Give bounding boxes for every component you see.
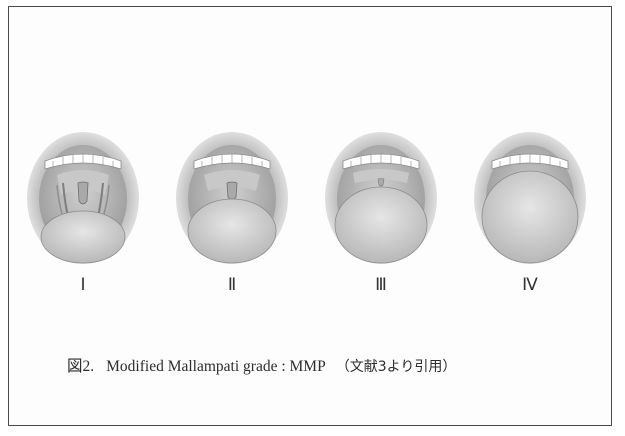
figure-number: 図2. [67,358,94,375]
grade-label-3: Ⅲ [361,275,401,295]
mouth-illustration-grade-3 [321,125,441,275]
grade-label-1: Ⅰ [63,275,103,295]
grade-label-2: Ⅱ [212,275,252,295]
figure-caption: 図2. Modified Mallampati grade : MMP （文献3より… [67,354,456,376]
figure-citation: （文献3より引用） [336,359,457,375]
figure-title: Modified Mallampati grade : MMP [106,358,326,375]
mouth-illustration-grade-4 [470,125,590,275]
mouth-illustration-grade-1 [23,125,143,275]
mouth-illustration-grade-2 [172,125,292,275]
figure-frame: Ⅰ [8,6,612,426]
grade-label-4: Ⅳ [510,275,550,295]
